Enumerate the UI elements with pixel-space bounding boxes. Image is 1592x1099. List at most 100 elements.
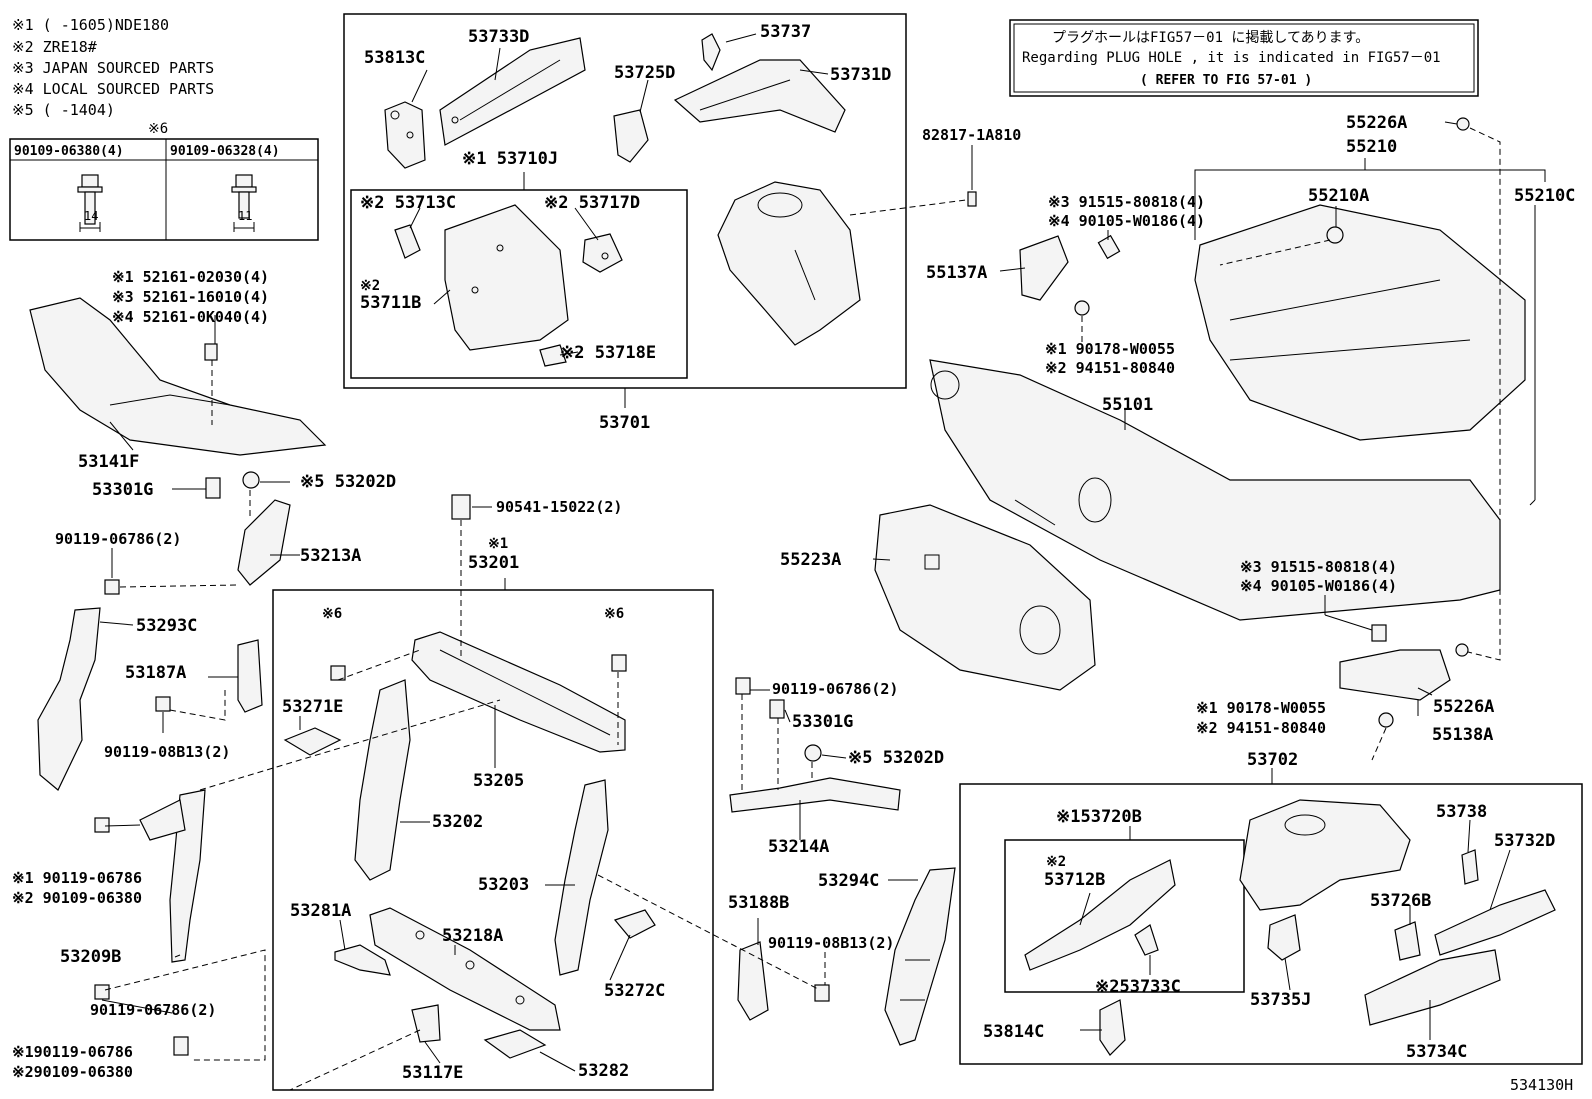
label-53272C: 53272C	[604, 981, 665, 1001]
subgroup-box-53710J	[350, 189, 688, 379]
label-90178-lower: ※1 90178-W0055	[1196, 699, 1326, 717]
part-53294C	[884, 867, 956, 1046]
figure-code: 534130H	[1510, 1076, 1573, 1094]
bolt-6-right	[611, 654, 627, 672]
part-53301G-left	[205, 477, 221, 499]
label-53301G-left: 53301G	[92, 480, 153, 500]
bolt-table-mark: ※6	[148, 121, 168, 137]
part-55226A-clip	[1456, 117, 1470, 131]
label-53218A: 53218A	[442, 926, 503, 946]
label-53738: 53738	[1436, 802, 1487, 822]
note-3: ※3 JAPAN SOURCED PARTS	[12, 59, 214, 77]
label-53725D: 53725D	[614, 63, 675, 83]
leader-lines	[99, 33, 1536, 1091]
part-53213A	[237, 499, 291, 586]
label-91515-lower: ※3 91515-80818(4)	[1240, 558, 1397, 576]
part-55210-silencer	[1194, 204, 1526, 441]
part-53209B-support	[139, 789, 206, 963]
label-53294C: 53294C	[818, 871, 879, 891]
label-53732D: 53732D	[1494, 831, 1555, 851]
label-55210A: 55210A	[1308, 186, 1369, 206]
bolt-91515-lower	[1371, 624, 1387, 642]
part-53203-support	[554, 779, 609, 976]
label-90105-upper: ※4 90105-W0186(4)	[1048, 212, 1205, 230]
bolt-90119-mid	[94, 817, 110, 833]
note-1: ※1 ( -1605)NDE180	[12, 16, 169, 34]
part-53271E	[283, 727, 342, 756]
note-4: ※4 LOCAL SOURCED PARTS	[12, 80, 214, 98]
label-90178-upper: ※1 90178-W0055	[1045, 340, 1175, 358]
label-53711B: 53711B	[360, 293, 421, 313]
label-90119-06786-a: 90119-06786(2)	[55, 530, 181, 548]
label-53735J: 53735J	[1250, 990, 1311, 1010]
part-53202-support	[354, 679, 411, 881]
part-53726B	[1394, 921, 1421, 961]
label-53117E: 53117E	[402, 1063, 463, 1083]
bolt-icon	[231, 174, 257, 232]
label-53201-mark: ※1	[488, 536, 508, 552]
label-55210: 55210	[1346, 137, 1397, 157]
label-53717D: ※2 53717D	[544, 193, 640, 213]
part-53202D-left	[242, 471, 260, 489]
bracket-55210	[1194, 169, 1546, 240]
label-mark-6-left: ※6	[322, 606, 342, 622]
label-53202: 53202	[432, 812, 483, 832]
bolt-90119-left	[104, 579, 120, 595]
part-53205-crossmember	[411, 631, 626, 753]
part-53814C	[1099, 999, 1126, 1056]
bolt-90119-08B13	[155, 696, 171, 712]
label-90119-06786-g: ※190119-06786	[12, 1043, 133, 1061]
part-53717D	[582, 233, 623, 273]
label-52161-1: ※1 52161-02030(4)	[112, 268, 269, 286]
bolt-table-frame	[9, 138, 319, 241]
label-53734C: 53734C	[1406, 1042, 1467, 1062]
part-53218A-lower-member	[369, 907, 561, 1031]
part-53734C	[1364, 949, 1501, 1026]
label-53201: 53201	[468, 553, 519, 573]
label-55226A-bottom: 55226A	[1433, 697, 1494, 717]
part-53725D	[613, 109, 649, 163]
label-53203: 53203	[478, 875, 529, 895]
label-53281A: 53281A	[290, 901, 351, 921]
label-53712B-mark: ※2	[1046, 854, 1066, 870]
label-53214A: 53214A	[768, 837, 829, 857]
label-90105-lower: ※4 90105-W0186(4)	[1240, 577, 1397, 595]
clip-52161	[204, 343, 218, 361]
bolt-table-col2: 90109-06328(4)	[170, 144, 280, 159]
part-53293C	[37, 607, 101, 791]
clip-55226A-lower	[1455, 643, 1469, 657]
label-91515-upper: ※3 91515-80818(4)	[1048, 193, 1205, 211]
part-82817-grommet	[967, 191, 977, 207]
label-53710J: ※1 53710J	[462, 149, 558, 169]
label-53737: 53737	[760, 22, 811, 42]
part-53733D	[439, 37, 586, 146]
bolt-91515	[1097, 234, 1121, 260]
bolt-length-1: 14	[84, 209, 98, 223]
part-53117E	[411, 1004, 441, 1043]
nut-90178-lower	[1378, 712, 1394, 728]
bolt-90119-06786-right	[735, 677, 751, 695]
part-53282	[483, 1029, 547, 1059]
label-53726B: 53726B	[1370, 891, 1431, 911]
legend-notes: ※1 ( -1605)NDE180 ※2 ZRE18# ※3 JAPAN SOU…	[12, 16, 214, 119]
nut-90178	[1074, 300, 1090, 316]
label-52161-3: ※3 52161-16010(4)	[112, 288, 269, 306]
bolt-length-2: 11	[238, 209, 252, 223]
label-53731D: 53731D	[830, 65, 891, 85]
label-90119-06786-c: 90119-06786(2)	[772, 680, 898, 698]
label-82817: 82817-1A810	[922, 126, 1021, 144]
part-53141F-cover	[29, 297, 327, 456]
label-53188B: 53188B	[728, 893, 789, 913]
label-53814C: 53814C	[983, 1022, 1044, 1042]
label-53712B: 53712B	[1044, 870, 1105, 890]
label-53282: 53282	[578, 1061, 629, 1081]
label-55101: 55101	[1102, 395, 1153, 415]
part-labels: 53813C 53733D 53737 53725D 53731D ※1 537…	[12, 22, 1575, 1094]
plug-note-line3: ( REFER TO FIG 57-01 )	[1140, 73, 1312, 88]
part-53702-assembly	[1239, 799, 1411, 911]
label-53293C: 53293C	[136, 616, 197, 636]
label-53720B: ※153720B	[1056, 807, 1142, 827]
label-53202D-left: ※5 53202D	[300, 472, 396, 492]
part-90541-cushion	[451, 494, 471, 520]
